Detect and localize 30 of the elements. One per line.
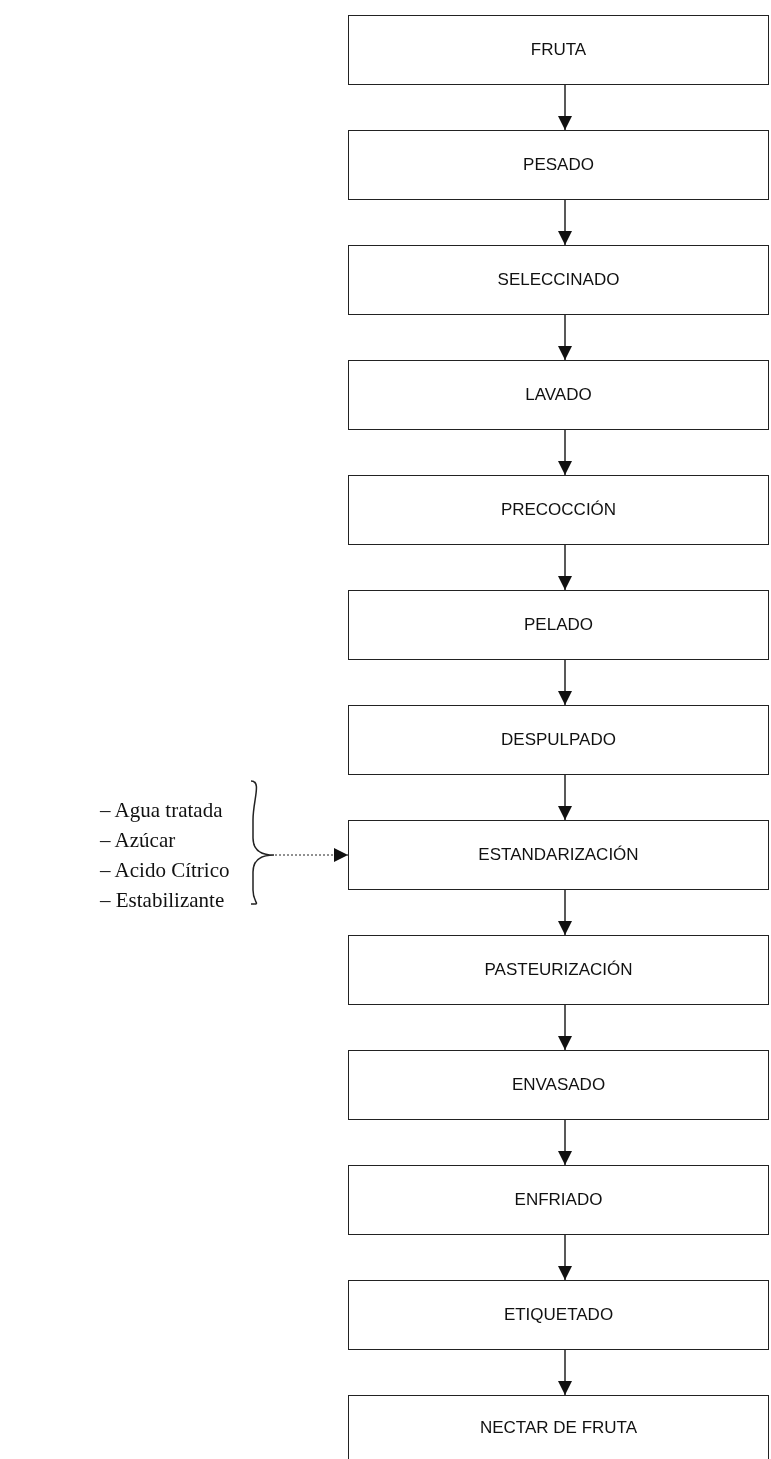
process-box: PESADO (348, 130, 769, 200)
process-box: SELECCINADO (348, 245, 769, 315)
arrow (558, 199, 572, 246)
process-box: DESPULPADO (348, 705, 769, 775)
process-box: LAVADO (348, 360, 769, 430)
arrow (558, 1234, 572, 1281)
arrow (558, 1349, 572, 1396)
process-box: ENFRIADO (348, 1165, 769, 1235)
ingredient-item: – Estabilizante (100, 887, 225, 914)
ingredient-item: – Agua tratada (100, 797, 223, 824)
arrow (558, 544, 572, 591)
arrow (558, 659, 572, 706)
arrow (558, 1004, 572, 1051)
process-box: PRECOCCIÓN (348, 475, 769, 545)
arrow (558, 774, 572, 821)
arrow (558, 1119, 572, 1166)
process-box: NECTAR DE FRUTA (348, 1395, 769, 1459)
process-box: FRUTA (348, 15, 769, 85)
arrow (558, 429, 572, 476)
process-box: ETIQUETADO (348, 1280, 769, 1350)
arrow (558, 889, 572, 936)
arrow (274, 848, 349, 862)
arrow (558, 84, 572, 131)
process-box: PASTEURIZACIÓN (348, 935, 769, 1005)
ingredient-item: – Acido Cítrico (100, 857, 230, 884)
process-box: PELADO (348, 590, 769, 660)
process-box: ENVASADO (348, 1050, 769, 1120)
arrow (558, 314, 572, 361)
process-box: ESTANDARIZACIÓN (348, 820, 769, 890)
ingredient-item: – Azúcar (100, 827, 176, 854)
